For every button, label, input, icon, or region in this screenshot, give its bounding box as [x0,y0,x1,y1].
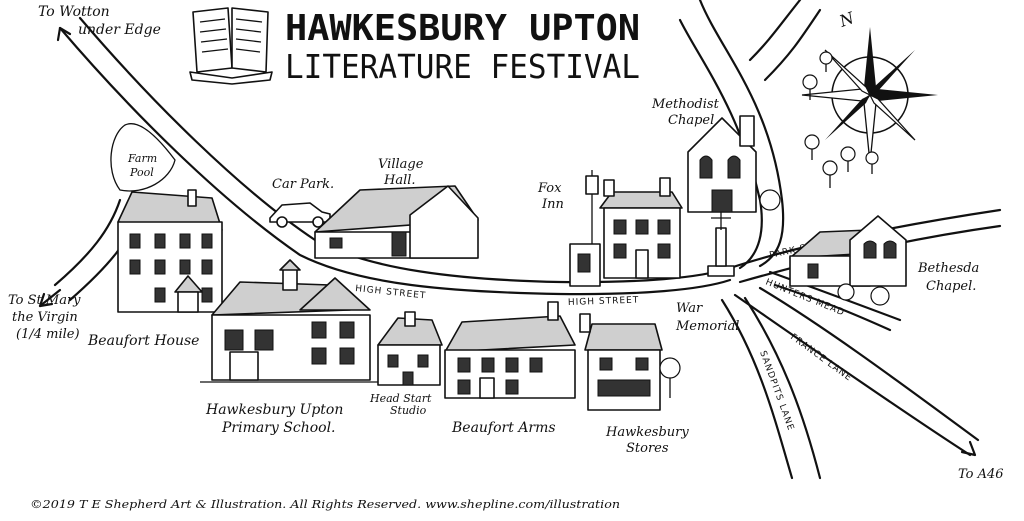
beaufort-arms-label: Beaufort Arms [451,420,556,436]
high-street-label-east: HIGH STREET [568,296,640,308]
beaufort-house-drawing [117,189,223,313]
compass-rose-icon: N [801,8,938,164]
to-a46-label: To A46 [958,467,1004,482]
bethesda-chapel-drawing [789,215,907,306]
head-start-studio-label-2: Studio [390,404,427,417]
head-start-studio-label-1: Head Start [369,392,432,405]
hawkesbury-stores-drawing [579,313,681,411]
war-memorial-label-2: Memorial [675,319,739,334]
methodist-chapel-drawing [687,115,781,213]
hawkesbury-stores-label-1: Hawkesbury [605,425,689,440]
title-block: HAWKESBURY UPTON LITERATURE FESTIVAL [189,7,640,86]
primary-school-label-2: Primary School. [221,420,336,436]
beaufort-arms-drawing [444,301,576,399]
primary-school-label-1: Hawkesbury Upton [205,402,343,418]
methodist-chapel-label-1: Methodist [651,97,720,112]
farm-pool-label-1: Farm [127,152,157,165]
france-lane-label: FRANCE LANE [788,332,853,383]
primary-school-drawing [200,259,380,383]
to-wotton-label-2: under Edge [78,22,161,38]
trees [802,51,879,188]
bethesda-chapel-label-2: Chapel. [926,279,976,294]
bethesda-chapel-label-1: Bethesda [917,261,979,276]
methodist-chapel-label-2: Chapel [668,113,714,128]
war-memorial-drawing [707,208,735,277]
hawkesbury-stores-label-2: Stores [626,441,669,456]
head-start-studio-drawing [377,311,443,386]
village-hall-drawing [314,185,479,259]
title-line-2: LITERATURE FESTIVAL [285,47,640,86]
compass-north-label: N [836,8,858,31]
copyright-footer: ©2019 T E Shepherd Art & Illustration. A… [30,498,620,511]
book-icon [189,7,273,85]
car-park-label: Car Park. [272,177,334,192]
place-labels: To Wotton under Edge Farm Pool To St Mar… [8,4,1004,482]
farm-pool-label-2: Pool [129,166,154,179]
war-memorial-label-1: War [676,301,703,316]
village-hall-label-1: Village [378,157,424,172]
fox-inn-drawing [569,170,683,287]
fox-inn-label-1: Fox [537,181,562,196]
to-st-mary-label-2: the Virgin [12,310,78,325]
to-st-mary-label-1: To St Mary [8,293,81,308]
car-icon [269,202,331,228]
title-line-1: HAWKESBURY UPTON [285,8,640,49]
to-wotton-label-1: To Wotton [38,4,110,20]
fox-inn-label-2: Inn [541,197,564,212]
to-st-mary-label-3: (1/4 mile) [16,327,80,342]
village-hall-label-2: Hall. [383,173,416,188]
sandpits-lane-label: SANDPITS LANE [757,350,795,433]
beaufort-house-label: Beaufort House [87,333,199,349]
